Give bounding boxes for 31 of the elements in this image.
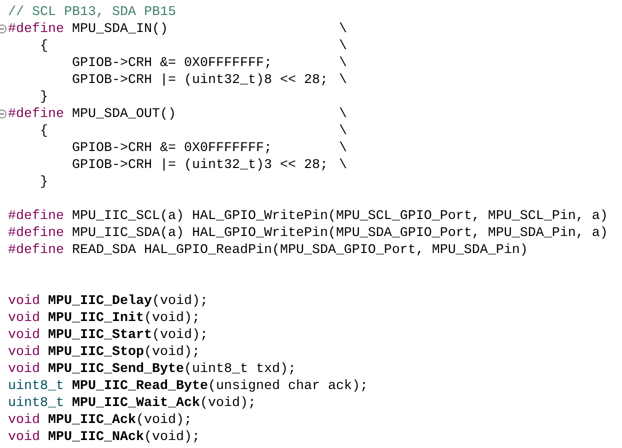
code-line: void MPU_IIC_Ack(void);: [8, 412, 192, 429]
code-line: void MPU_IIC_Stop(void);: [8, 344, 200, 361]
line-continuation: \: [339, 106, 347, 123]
code-line: void MPU_IIC_Delay(void);: [8, 293, 208, 310]
code-line: uint8_t MPU_IIC_Read_Byte(unsigned char ack);: [8, 378, 368, 395]
code-line: #define MPU_IIC_SDA(a) HAL_GPIO_WritePin(MPU_SDA_GPIO_Port, MPU_SDA_Pin, a): [8, 225, 608, 242]
code-line: #define MPU_IIC_SCL(a) HAL_GPIO_WritePin(MPU_SCL_GPIO_Port, MPU_SCL_Pin, a): [8, 208, 608, 225]
code-line: {: [40, 38, 48, 55]
code-line: #define MPU_SDA_OUT(): [8, 106, 176, 123]
code-line: #define READ_SDA HAL_GPIO_ReadPin(MPU_SDA_GPIO_Port, MPU_SDA_Pin): [8, 242, 528, 259]
line-continuation: \: [339, 123, 347, 140]
code-line: {: [40, 123, 48, 140]
code-line: }: [40, 174, 48, 191]
code-line: void MPU_IIC_Init(void);: [8, 310, 200, 327]
line-continuation: \: [339, 140, 347, 157]
line-continuation: \: [339, 38, 347, 55]
line-continuation: \: [339, 21, 347, 38]
code-comment: // SCL PB13, SDA PB15: [8, 4, 176, 21]
line-continuation: \: [339, 157, 347, 174]
line-continuation: \: [339, 72, 347, 89]
code-line: GPIOB->CRH |= (uint32_t)3 << 28;: [72, 157, 328, 174]
code-line: #define MPU_SDA_IN(): [8, 21, 168, 38]
code-line: GPIOB->CRH &= 0X0FFFFFFF;: [72, 140, 272, 157]
code-line: void MPU_IIC_Start(void);: [8, 327, 208, 344]
code-line: void MPU_IIC_NAck(void);: [8, 429, 200, 446]
code-line: void MPU_IIC_Send_Byte(uint8_t txd);: [8, 361, 296, 378]
code-line: uint8_t MPU_IIC_Wait_Ack(void);: [8, 395, 256, 412]
code-line: GPIOB->CRH &= 0X0FFFFFFF;: [72, 55, 272, 72]
code-line: GPIOB->CRH |= (uint32_t)8 << 28;: [72, 72, 328, 89]
line-continuation: \: [339, 55, 347, 72]
code-line: }: [40, 89, 48, 106]
